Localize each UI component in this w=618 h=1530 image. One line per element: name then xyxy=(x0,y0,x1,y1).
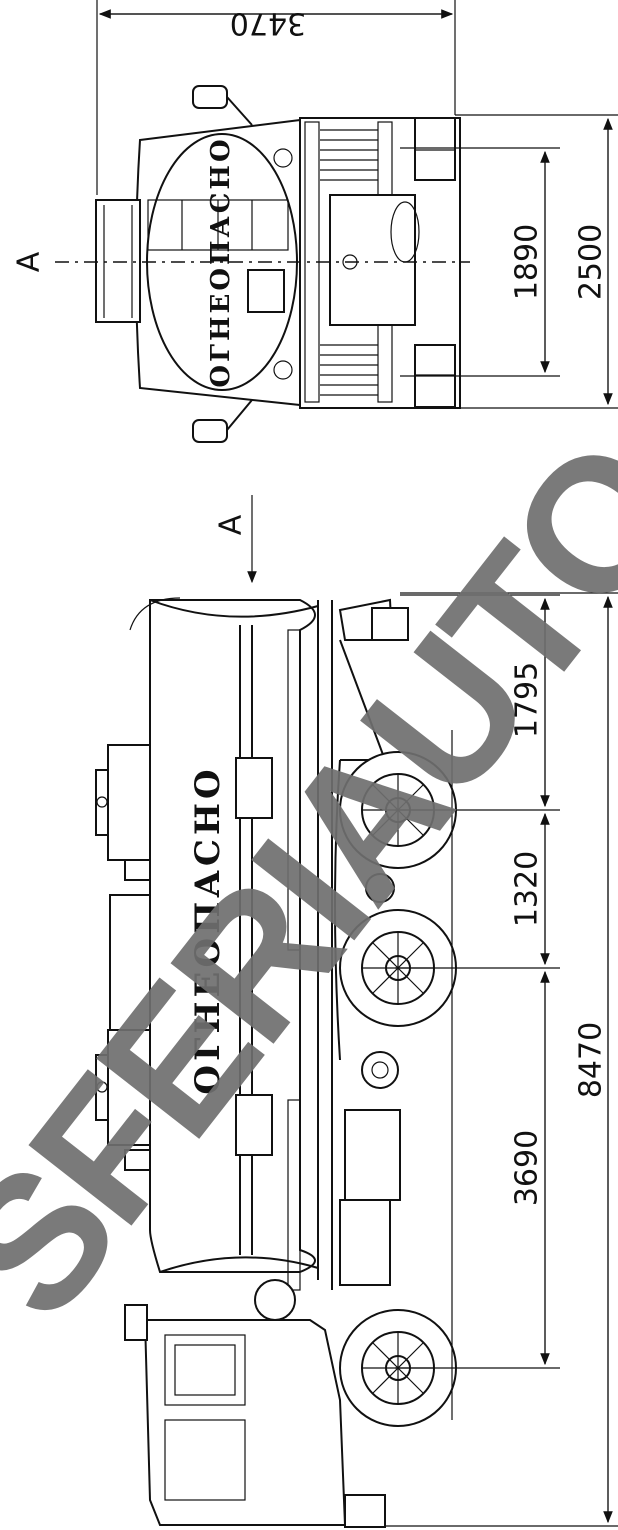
side-tank-warning: ОГНЕОПАСНО xyxy=(188,765,228,1094)
manhole-rear xyxy=(95,1029,151,1171)
wheelbase-dimension: 3690 xyxy=(510,1130,545,1206)
manhole-front xyxy=(95,744,151,881)
overall-length-dimension: 8470 xyxy=(574,1022,609,1098)
track-dimension: 1890 xyxy=(510,224,545,300)
body-width-dimension: 2500 xyxy=(574,224,609,300)
front-view: 3470 ОГНЕОПАСНО xyxy=(12,0,618,443)
side-section-label: A xyxy=(214,514,249,535)
side-view: A ОГНЕОПАСНО xyxy=(95,495,618,1528)
grille-bars xyxy=(320,129,378,396)
bogie-spacing-dimension: 1320 xyxy=(510,851,545,927)
front-section-label: A xyxy=(12,251,47,272)
rear-overhang-dimension: 1795 xyxy=(510,662,545,738)
width-dimension: 3470 xyxy=(230,6,306,41)
